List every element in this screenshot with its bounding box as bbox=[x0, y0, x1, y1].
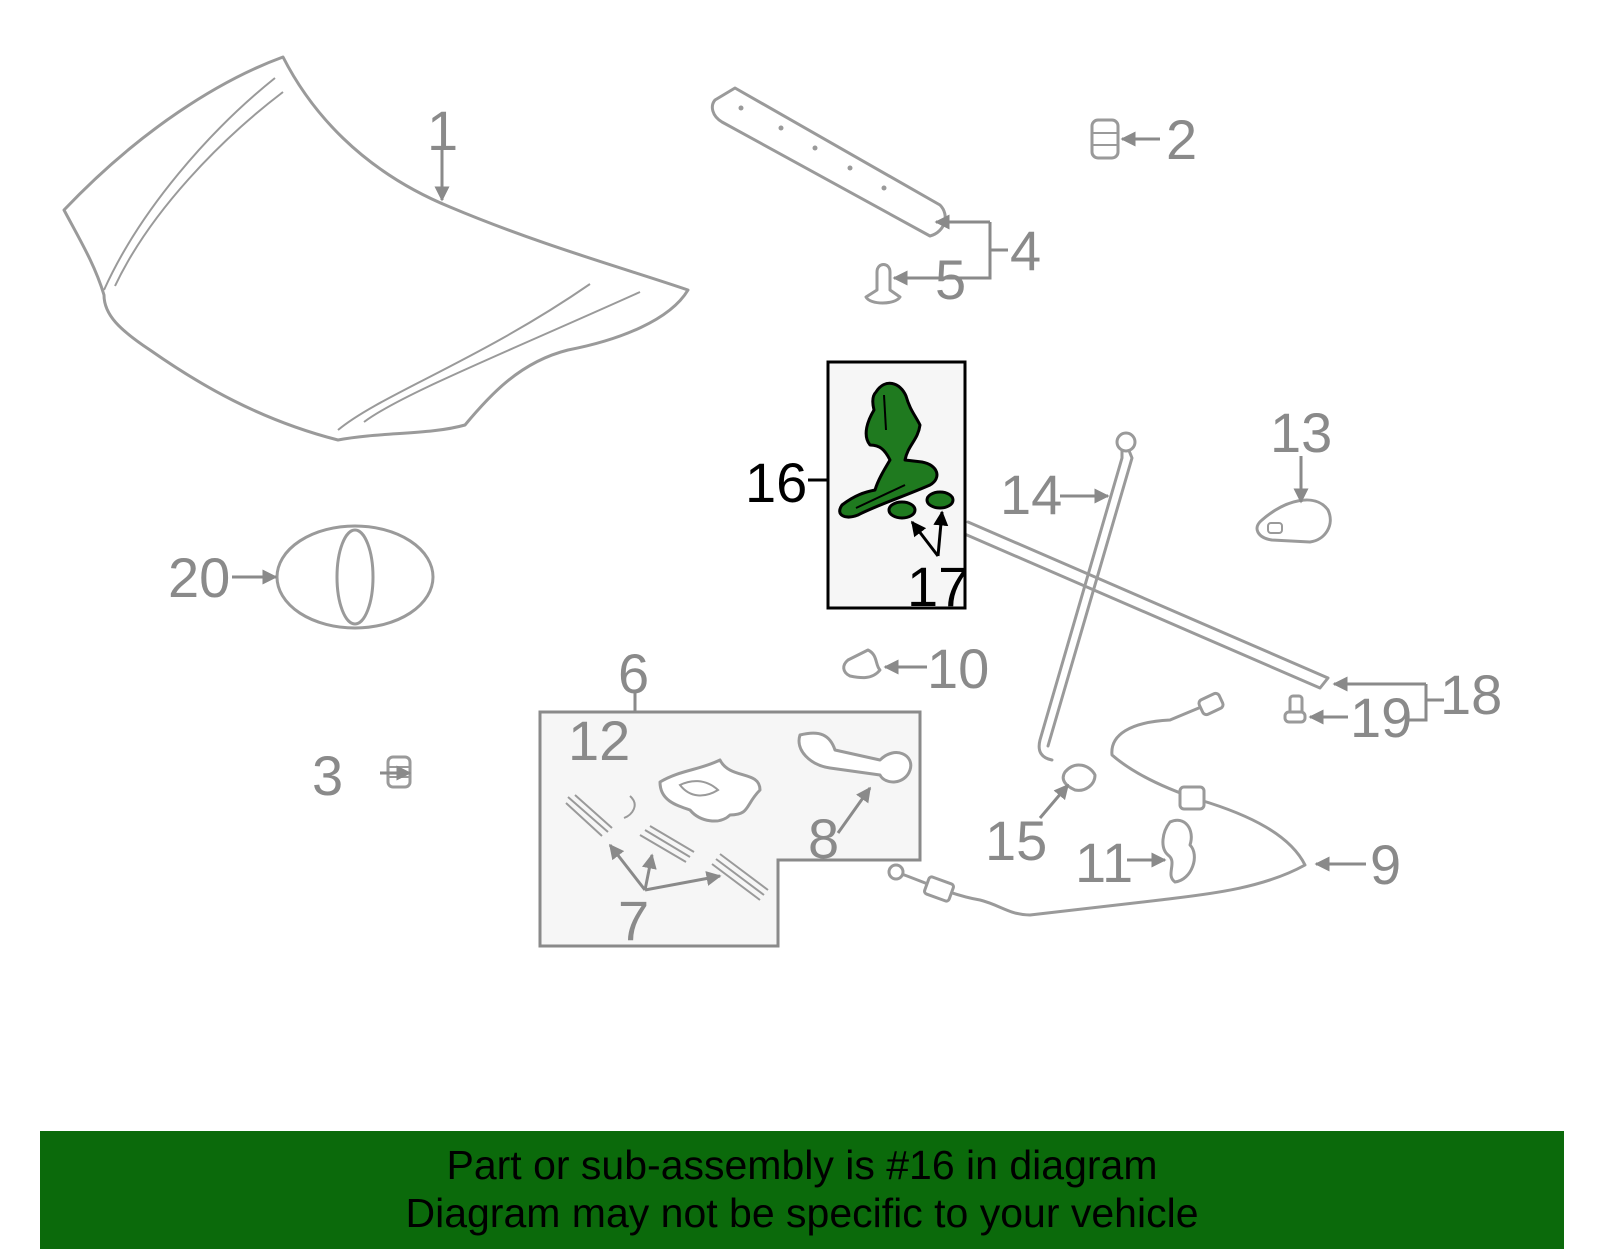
callout-5: 5 bbox=[935, 248, 966, 311]
callout-3: 3 bbox=[312, 744, 343, 807]
callout-1: 1 bbox=[427, 99, 458, 162]
footer-line-disclaimer: Diagram may not be specific to your vehi… bbox=[405, 1190, 1199, 1236]
callout-18: 18 bbox=[1440, 663, 1502, 726]
highlight-box-part-16[interactable] bbox=[826, 360, 967, 610]
screw-part-19[interactable] bbox=[1283, 694, 1307, 724]
seal-strip-part-4[interactable] bbox=[710, 86, 947, 238]
callout-8: 8 bbox=[808, 807, 839, 870]
clip-part-2[interactable] bbox=[1090, 118, 1120, 160]
callout-17: 17 bbox=[907, 555, 969, 618]
guide-part-11[interactable] bbox=[1161, 818, 1196, 884]
latch-assembly-box[interactable] bbox=[538, 710, 922, 948]
callout-labels: 1 2 3 4 5 6 7 8 9 10 11 12 13 14 15 16 1… bbox=[168, 99, 1502, 952]
emblem-part-20[interactable] bbox=[275, 524, 435, 630]
footer-line-part-number: Part or sub-assembly is #16 in diagram bbox=[446, 1142, 1158, 1188]
callout-11: 11 bbox=[1075, 831, 1133, 894]
handle-part-13[interactable] bbox=[1255, 498, 1332, 544]
retainer-part-5[interactable] bbox=[864, 263, 902, 305]
weatherstrip-part-18[interactable] bbox=[958, 520, 1330, 690]
callout-4: 4 bbox=[1010, 219, 1041, 282]
callout-15: 15 bbox=[985, 809, 1047, 872]
callout-13: 13 bbox=[1270, 401, 1332, 464]
holder-part-15[interactable] bbox=[1061, 763, 1097, 792]
callout-20: 20 bbox=[168, 546, 230, 609]
leader-lines bbox=[232, 131, 1444, 892]
callout-7: 7 bbox=[618, 889, 649, 952]
hood-part[interactable] bbox=[62, 55, 690, 442]
clip-part-10[interactable] bbox=[842, 648, 882, 680]
callout-14: 14 bbox=[1000, 463, 1062, 526]
footer-banner: Part or sub-assembly is #16 in diagram D… bbox=[40, 1131, 1564, 1249]
callout-19: 19 bbox=[1350, 686, 1412, 749]
callout-6: 6 bbox=[618, 642, 649, 705]
prop-rod-part-14[interactable] bbox=[1037, 431, 1137, 762]
callout-2: 2 bbox=[1166, 108, 1197, 171]
release-cable-part-9[interactable] bbox=[887, 691, 1307, 917]
callout-12: 12 bbox=[568, 709, 630, 772]
callout-10: 10 bbox=[927, 637, 989, 700]
callout-16-highlighted: 16 bbox=[745, 451, 807, 514]
callout-9: 9 bbox=[1370, 833, 1401, 896]
